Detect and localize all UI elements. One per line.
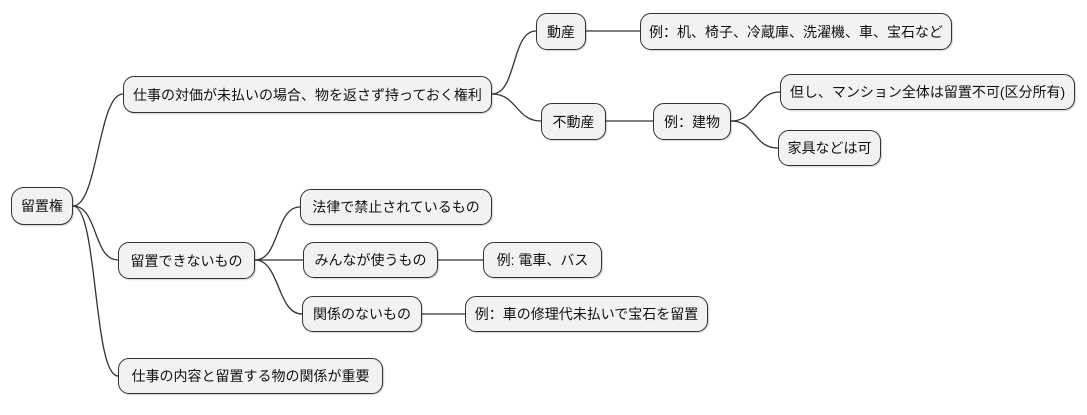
node-building-example: 例：建物	[653, 103, 731, 140]
edge-definition-to-movable	[491, 30, 537, 95]
edge-building-to-furniture	[730, 120, 779, 149]
node-unrelated-example: 例：車の修理代未払いで宝石を留置	[465, 296, 708, 332]
node-immovable-property: 不動産	[541, 103, 606, 140]
edge-definition-to-immovable	[491, 93, 542, 122]
edge-building-to-condo-note	[730, 91, 781, 122]
node-cannot-retain: 留置できないもの	[118, 242, 255, 279]
node-movable-property: 動産	[536, 13, 586, 50]
node-relation-important: 仕事の内容と留置する物の関係が重要	[118, 358, 383, 394]
edge-root-to-cannot-retain	[72, 205, 119, 261]
node-furniture-allowed-note: 家具などは可	[778, 130, 881, 166]
node-root-lien: 留置権	[11, 187, 73, 225]
node-public-use-example: 例: 電車、バス	[483, 242, 602, 278]
edge-root-to-definition	[72, 93, 124, 207]
edge-cannot-to-prohibited	[254, 206, 301, 261]
edge-cannot-to-unrelated	[254, 259, 303, 315]
node-definition: 仕事の対価が未払いの場合、物を返さず持っておく権利	[123, 76, 492, 113]
node-movable-example: 例：机、椅子、冷蔵庫、洗濯機、車、宝石など	[640, 13, 952, 50]
node-condo-restriction-note: 但し、マンション全体は留置不可(区分所有)	[780, 74, 1075, 110]
node-unrelated-things: 関係のないもの	[302, 296, 422, 332]
edge-root-to-relation	[72, 205, 119, 377]
node-public-use: みんなが使うもの	[303, 242, 438, 278]
node-prohibited-by-law: 法律で禁止されているもの	[300, 189, 492, 225]
